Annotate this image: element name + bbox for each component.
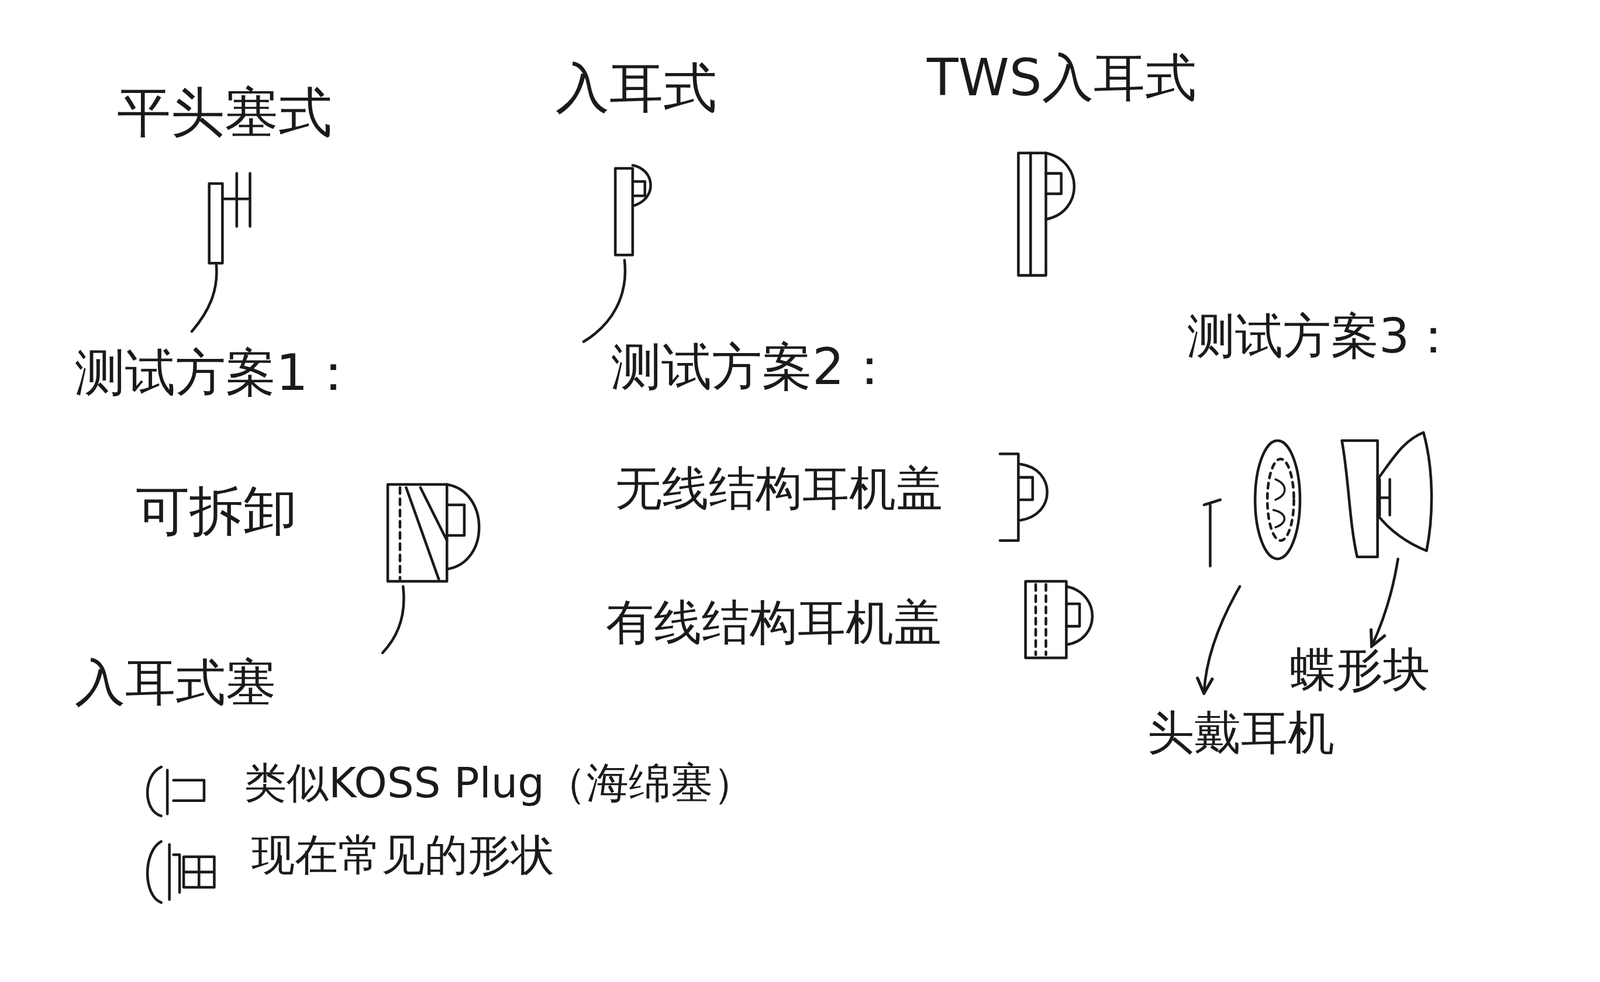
common-tip-icon bbox=[147, 842, 215, 904]
scheme-title: 测试方案3： bbox=[1187, 308, 1458, 364]
heading-label: TWS入耳式 bbox=[926, 47, 1197, 108]
part-label: 无线结构耳机盖 bbox=[615, 461, 943, 516]
heading-label: 平头塞式 bbox=[116, 81, 333, 144]
wired-cap-icon bbox=[1025, 581, 1093, 659]
part-label: 有线结构耳机盖 bbox=[605, 595, 942, 651]
butterfly-block bbox=[1342, 432, 1432, 646]
scheme-title: 测试方案1： bbox=[74, 343, 359, 402]
part-label: 可拆卸 bbox=[135, 480, 298, 543]
part-label: 入耳式塞 bbox=[74, 653, 277, 712]
note-label: 现在常见的形状 bbox=[251, 830, 555, 881]
part-label: 蝶形块 bbox=[1289, 643, 1430, 698]
tws-earbud bbox=[1018, 153, 1075, 276]
removable-earphone bbox=[382, 484, 479, 654]
headphone-cushion bbox=[1204, 440, 1300, 692]
heading-label: 入耳式 bbox=[555, 57, 717, 120]
in-ear-earphone bbox=[583, 165, 651, 343]
wireless-cap-icon bbox=[1000, 453, 1048, 541]
scheme-title: 测试方案2： bbox=[611, 338, 895, 396]
part-label: 头戴耳机 bbox=[1147, 706, 1335, 761]
note-label: 类似KOSS Plug（海绵塞） bbox=[244, 759, 755, 808]
foam-tip-icon bbox=[147, 767, 205, 817]
flat-head-earbud bbox=[191, 173, 250, 332]
